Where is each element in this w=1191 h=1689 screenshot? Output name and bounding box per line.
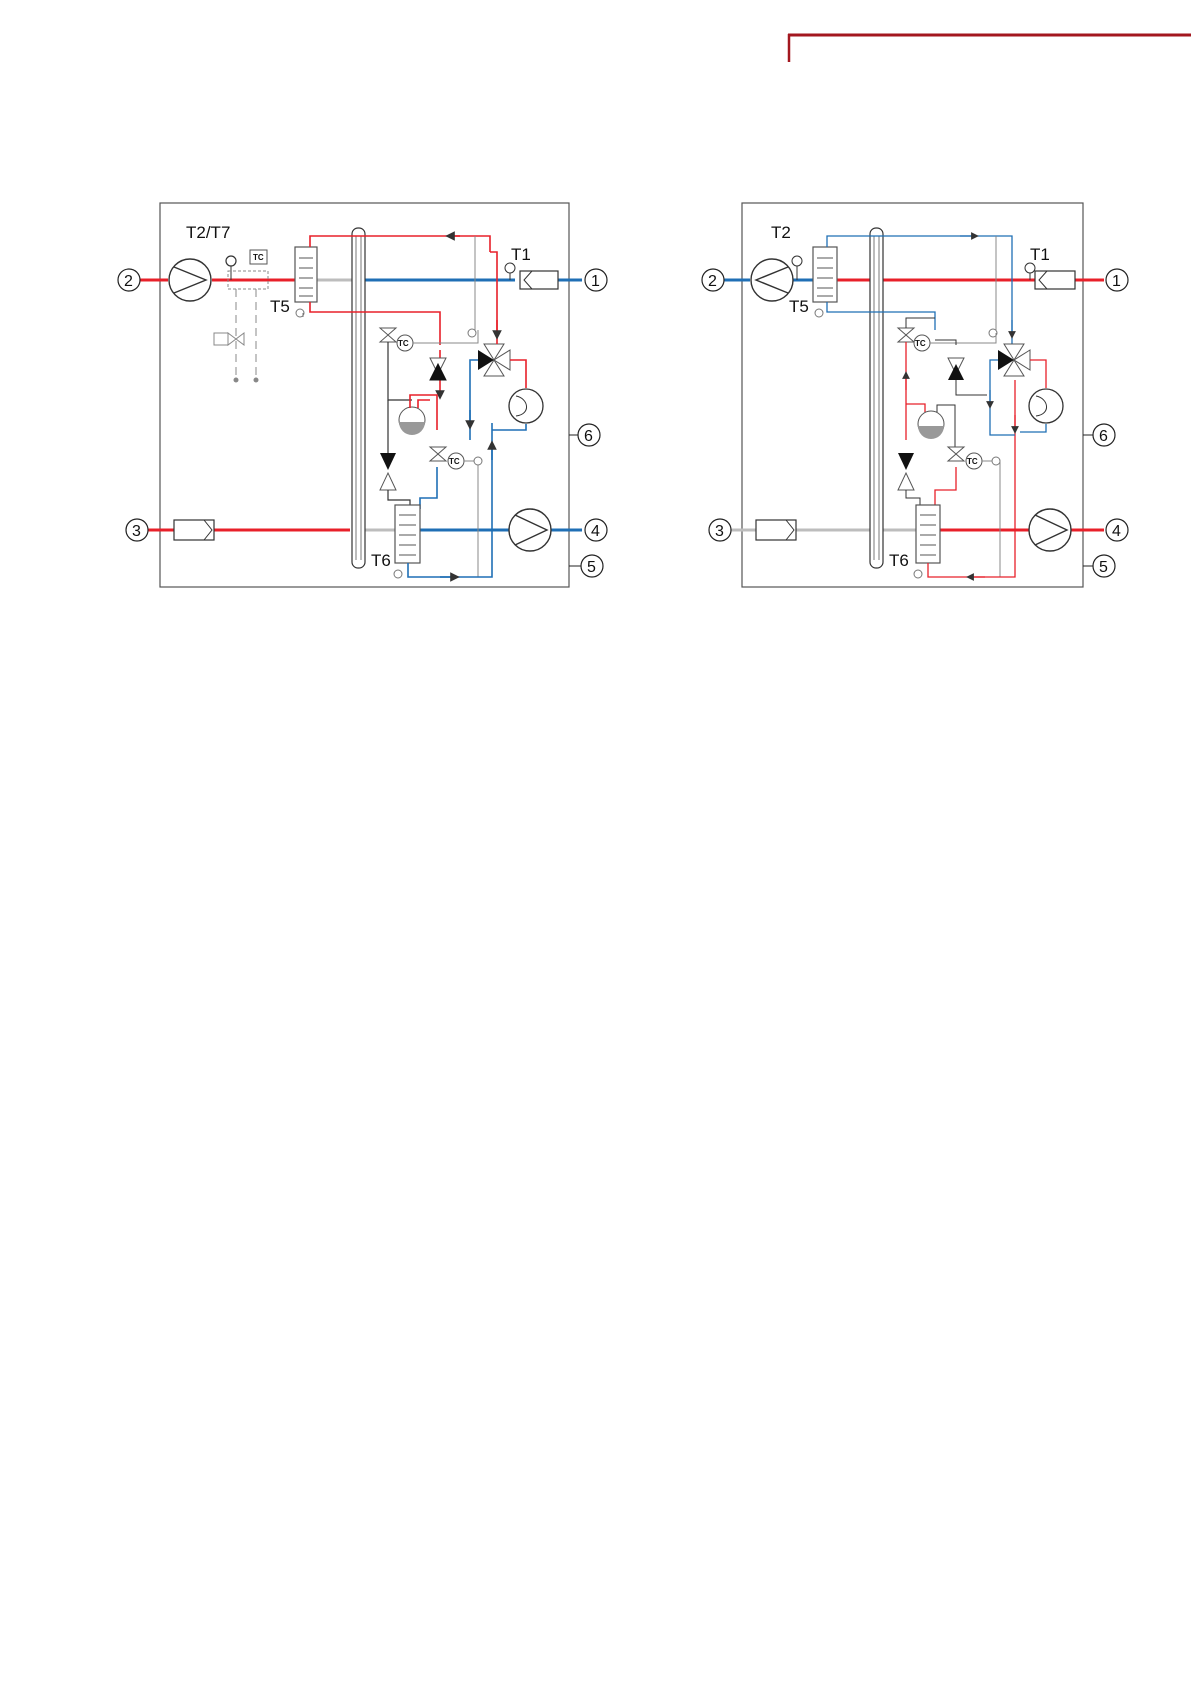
svg-text:4: 4 [1112,523,1121,540]
right-four-way-valve [998,344,1030,376]
right-heat-pipe-tube [870,228,883,568]
right-sensor-t1-icon [1025,263,1035,273]
left-heat-pipe-tube [352,228,365,568]
right-refrigerant-top-loop [827,236,1012,350]
right-fan-supply [751,259,793,301]
right-port-1: 1 [1106,269,1128,291]
left-label-t1: T1 [511,245,531,264]
left-port-2: 2 [118,269,140,291]
left-check-valve-down [380,453,396,470]
left-label-t5: T5 [270,297,290,316]
svg-text:5: 5 [587,559,596,576]
svg-text:2: 2 [708,273,717,290]
left-compressor [509,389,543,423]
left-sensor-t1-icon [505,263,515,273]
svg-text:2: 2 [124,273,133,290]
left-fan-exhaust [509,509,551,551]
left-heat-exchanger-t5 [295,247,317,302]
left-capillary-a [470,236,475,330]
right-port-3: 3 [709,519,731,541]
right-check-valve-filled [948,364,964,380]
left-heat-exchanger-t6 [395,505,420,563]
left-receiver-tank [399,407,425,435]
right-label-t2: T2 [771,223,791,242]
right-filter-port3 [756,520,796,540]
right-port-6: 6 [1083,424,1115,446]
left-schematic: TC [118,203,607,587]
right-label-t5: T5 [789,297,809,316]
left-sensor-t6-icon [394,570,402,578]
left-fan-supply [169,259,211,301]
left-port-5: 5 [569,555,603,577]
right-filter-port1 [1035,271,1075,289]
right-compressor [1029,389,1063,423]
svg-text:3: 3 [715,523,724,540]
svg-text:4: 4 [591,523,600,540]
right-label-t6: T6 [889,551,909,570]
left-port-1: 1 [585,269,607,291]
svg-text:1: 1 [1112,273,1121,290]
right-fan-exhaust [1029,509,1071,551]
left-sensor-t2t7-icon [226,256,236,266]
left-port-6: 6 [569,424,600,446]
right-sensor-t5-icon [815,309,823,317]
right-tc-label-b: TC [915,339,926,348]
svg-text:1: 1 [591,273,600,290]
right-heat-exchanger-t6 [916,505,940,563]
svg-text:5: 5 [1099,559,1108,576]
left-tc-label-a: TC [253,253,264,262]
left-refrigerant-top-loop [310,236,490,252]
right-receiver-tank [918,411,944,439]
left-tc-label-b: TC [398,339,409,348]
right-tc-label-c: TC [967,457,978,466]
left-port-3: 3 [126,519,148,541]
left-label-t2t7: T2/T7 [186,223,230,242]
right-port-5: 5 [1083,555,1115,577]
right-check-valve-down [898,453,914,470]
left-filter-port3 [174,520,214,540]
left-four-way-valve [478,344,510,376]
left-refrigerant-t5-outlet [310,302,440,345]
header-accent-line [788,34,1191,62]
right-schematic: TC TC [702,203,1128,587]
left-filter-port1 [520,271,558,289]
right-sensor-t2-icon [792,256,802,266]
right-port-4: 4 [1106,519,1128,541]
left-port-4: 4 [585,519,607,541]
right-refrigerant-bottom-loop [928,380,1015,577]
left-check-valve-filled [430,364,446,380]
right-port-2: 2 [702,269,724,291]
svg-text:3: 3 [132,523,141,540]
svg-text:6: 6 [1099,428,1108,445]
left-label-t6: T6 [371,551,391,570]
left-dashed-actuator [214,271,268,382]
right-heat-exchanger-t5 [813,247,837,302]
left-tc-label-c: TC [449,457,460,466]
right-label-t1: T1 [1030,245,1050,264]
svg-text:6: 6 [584,428,593,445]
right-sensor-t6-icon [914,570,922,578]
